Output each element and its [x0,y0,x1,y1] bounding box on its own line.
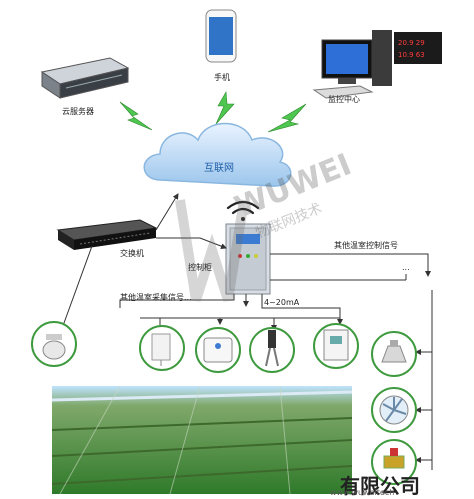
fan-icon [371,387,417,433]
wireless-link-icon [119,91,307,133]
control-cabinet-icon [225,223,271,295]
monitor-center-label: 监控中心 [328,95,360,104]
control-cabinet-label: 控制柜 [188,263,212,272]
bottom-caption: 有限公司 [340,474,420,498]
other-control-label: 其他温室控制信号 [334,241,398,250]
light-sensor-icon [195,327,241,373]
connection-lines [58,193,433,470]
valve-icon [371,439,417,485]
switch-label: 交换机 [120,249,144,258]
greenhouse-photo [51,385,353,495]
grow-light-icon [371,331,417,377]
co2-sensor-icon [313,323,359,369]
phone-label: 手机 [214,73,230,82]
switch-icon [56,219,158,250]
internet-cloud-icon [143,122,292,187]
phone-icon [205,9,237,63]
svg-text:20.9 29: 20.9 29 [398,39,425,47]
temperature-sensor-icon [139,325,185,371]
soil-sensor-icon [249,327,295,373]
dots-label: ... [402,263,410,272]
cloud-server-label: 云服务器 [62,107,94,116]
camera-sensor-icon [31,321,77,367]
other-collect-label: 其他温室采集信号... [120,293,192,302]
bottom-url: www.wuweitech [330,488,395,497]
cloud-server-icon [40,57,130,99]
monitor-center-icon: 20.9 29 10.9 63 [312,30,442,99]
current-label: 4~20mA [264,298,300,307]
svg-text:10.9 63: 10.9 63 [398,51,425,59]
wifi-icon [226,200,260,221]
internet-label: 互联网 [204,163,234,174]
